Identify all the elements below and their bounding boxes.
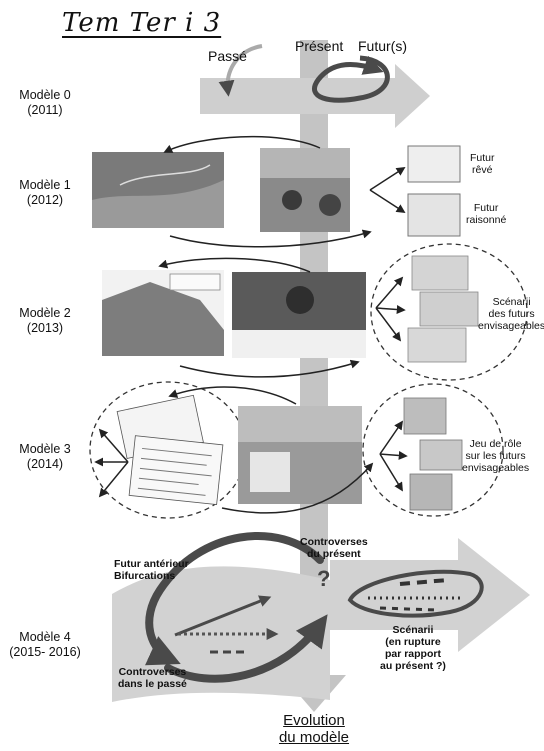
evolution-footer-line2: du modèle: [278, 729, 350, 746]
m1-futur-reve-label: Futur rêvé: [470, 152, 495, 176]
evolution-footer-line1: Evolution: [283, 712, 345, 729]
model-3-label: Modèle 3 (2014): [0, 442, 90, 472]
model-0-label: Modèle 0 (2011): [0, 88, 90, 118]
model-2-label: Modèle 2 (2013): [0, 306, 90, 336]
m1-futur-raisonne-label: Futur raisonné: [466, 202, 506, 226]
model-1-label: Modèle 1 (2012): [0, 178, 90, 208]
m1-futur-raisonne-line1: Futur: [473, 202, 499, 214]
label-past: Passé: [208, 48, 247, 64]
model4-group: [112, 532, 530, 702]
m4-past-controversies-line1: Controverses: [118, 666, 187, 678]
model-2-name: Modèle 2: [19, 306, 71, 320]
model-2-year: (2013): [26, 321, 64, 335]
m3-roleplay-line2: sur les futurs: [465, 450, 526, 462]
model3-group: [89, 381, 504, 519]
m3-roleplay-line1: Jeu de rôle: [469, 438, 522, 450]
model-1-year: (2012): [26, 193, 64, 207]
m4-scenarios-line4: au présent ?): [380, 660, 446, 672]
model-4-label: Modèle 4 (2015- 2016): [0, 630, 90, 660]
m1-futur-raisonne-line2: raisonné: [466, 214, 507, 226]
model-1-name: Modèle 1: [19, 178, 71, 192]
label-present: Présent: [295, 38, 344, 54]
m4-future-anterior-line1: Futur antérieur: [114, 558, 189, 570]
model1-group: [92, 135, 461, 248]
m3-roleplay-label: Jeu de rôle sur les futurs envisageables: [462, 438, 529, 474]
m3-roleplay-line3: envisageables: [462, 462, 530, 474]
model-0-name: Modèle 0: [19, 88, 71, 102]
m2-scenarios-line3: envisageables: [478, 320, 544, 332]
evolution-footer-label: Evolution du modèle: [264, 712, 364, 746]
m4-scenarios-line1: Scénarii: [392, 624, 434, 636]
m1-futur-reve-line2: rêvé: [472, 164, 493, 176]
model0-time-arrow: [200, 44, 430, 128]
m2-scenarios-label: Scénarii des futurs envisageables: [478, 296, 544, 332]
m2-scenarios-line2: des futurs: [488, 308, 535, 320]
m4-past-controversies-line2: dans le passé: [118, 678, 187, 690]
m4-future-anterior-label: Futur antérieur Bifurcations: [114, 558, 189, 582]
m4-scenarios-label: Scénarii (en rupture par rapport au prés…: [380, 624, 446, 672]
m4-scenarios-line2: (en rupture: [385, 636, 441, 648]
m4-scenarios-line3: par rapport: [384, 648, 441, 660]
label-futures: Futur(s): [358, 38, 407, 54]
diagram-title: Tem Ter i 3: [62, 8, 222, 38]
m4-past-controversies-label: Controverses dans le passé: [118, 666, 187, 690]
model2-group: [102, 243, 528, 381]
m2-scenarios-line1: Scénarii: [492, 296, 531, 308]
m1-futur-reve-line1: Futur: [470, 152, 495, 164]
model-4-year: (2015- 2016): [9, 645, 81, 659]
m4-question-mark: ?: [317, 566, 331, 591]
m4-present-controversies-line2: du présent: [307, 548, 361, 560]
model-0-year: (2011): [27, 103, 63, 117]
model-4-name: Modèle 4: [19, 630, 71, 644]
m4-future-anterior-line2: Bifurcations: [114, 570, 176, 582]
model-3-name: Modèle 3: [19, 442, 71, 456]
model-3-year: (2014): [26, 457, 64, 471]
m4-present-controversies-label: Controverses du présent: [300, 536, 368, 560]
m4-present-controversies-line1: Controverses: [300, 536, 368, 548]
